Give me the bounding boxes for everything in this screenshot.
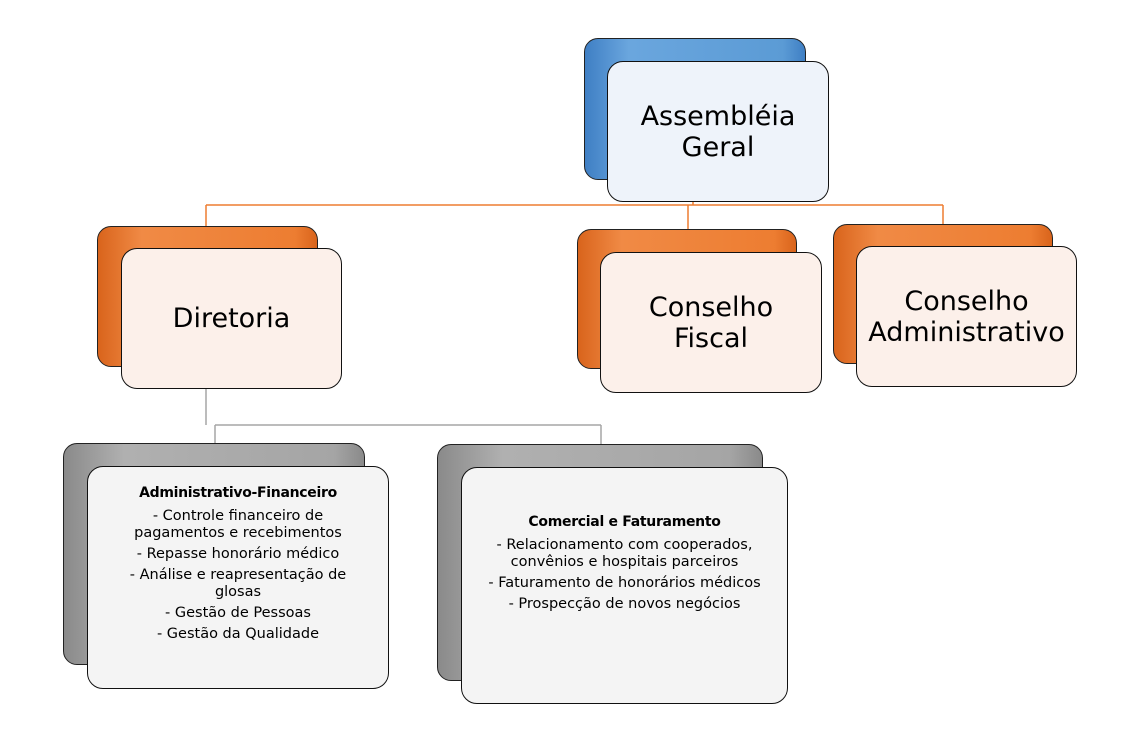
conselho-fiscal-title-line2: Fiscal (673, 322, 749, 354)
orange-connectors (205, 180, 944, 229)
gray-connectors (205, 367, 602, 444)
assembleia-title-line1: Assembléia (640, 100, 796, 132)
diretoria-title: Diretoria (172, 303, 291, 334)
conselho-adm-title-line1: Conselho (904, 285, 1029, 317)
conselho-fiscal-title-line1: Conselho (648, 291, 774, 323)
node-assembleia-geral[interactable]: Assembléia Geral (607, 61, 829, 202)
node-comercial-faturamento[interactable]: Comercial e Faturamento - Relacionamento… (461, 467, 788, 704)
adm-fin-item: - Gestão da Qualidade (156, 626, 320, 642)
connector-diretoria-to-departments (205, 367, 602, 444)
adm-fin-item: - Análise e reapresentação de glosas (129, 567, 347, 600)
adm-fin-title: Administrativo-Financeiro (139, 485, 337, 501)
node-administrativo-financeiro[interactable]: Administrativo-Financeiro - Controle fin… (87, 466, 389, 689)
comercial-item: - Relacionamento com cooperados, convêni… (496, 537, 753, 570)
node-diretoria[interactable]: Diretoria (121, 248, 342, 389)
connector-assembly-to-boards (205, 180, 944, 229)
assembleia-title-line2: Geral (681, 131, 755, 163)
node-conselho-fiscal[interactable]: Conselho Fiscal (600, 252, 822, 393)
conselho-adm-title-line2: Administrativo (868, 316, 1065, 348)
adm-fin-item: - Gestão de Pessoas (165, 605, 311, 621)
node-conselho-administrativo[interactable]: Conselho Administrativo (856, 246, 1077, 387)
adm-fin-item: - Controle financeiro de pagamentos e re… (134, 508, 342, 541)
comercial-item: - Faturamento de honorários médicos (488, 575, 761, 591)
comercial-item: - Prospecção de novos negócios (508, 596, 741, 612)
adm-fin-item: - Repasse honorário médico (136, 546, 340, 562)
comercial-title: Comercial e Faturamento (528, 514, 721, 530)
